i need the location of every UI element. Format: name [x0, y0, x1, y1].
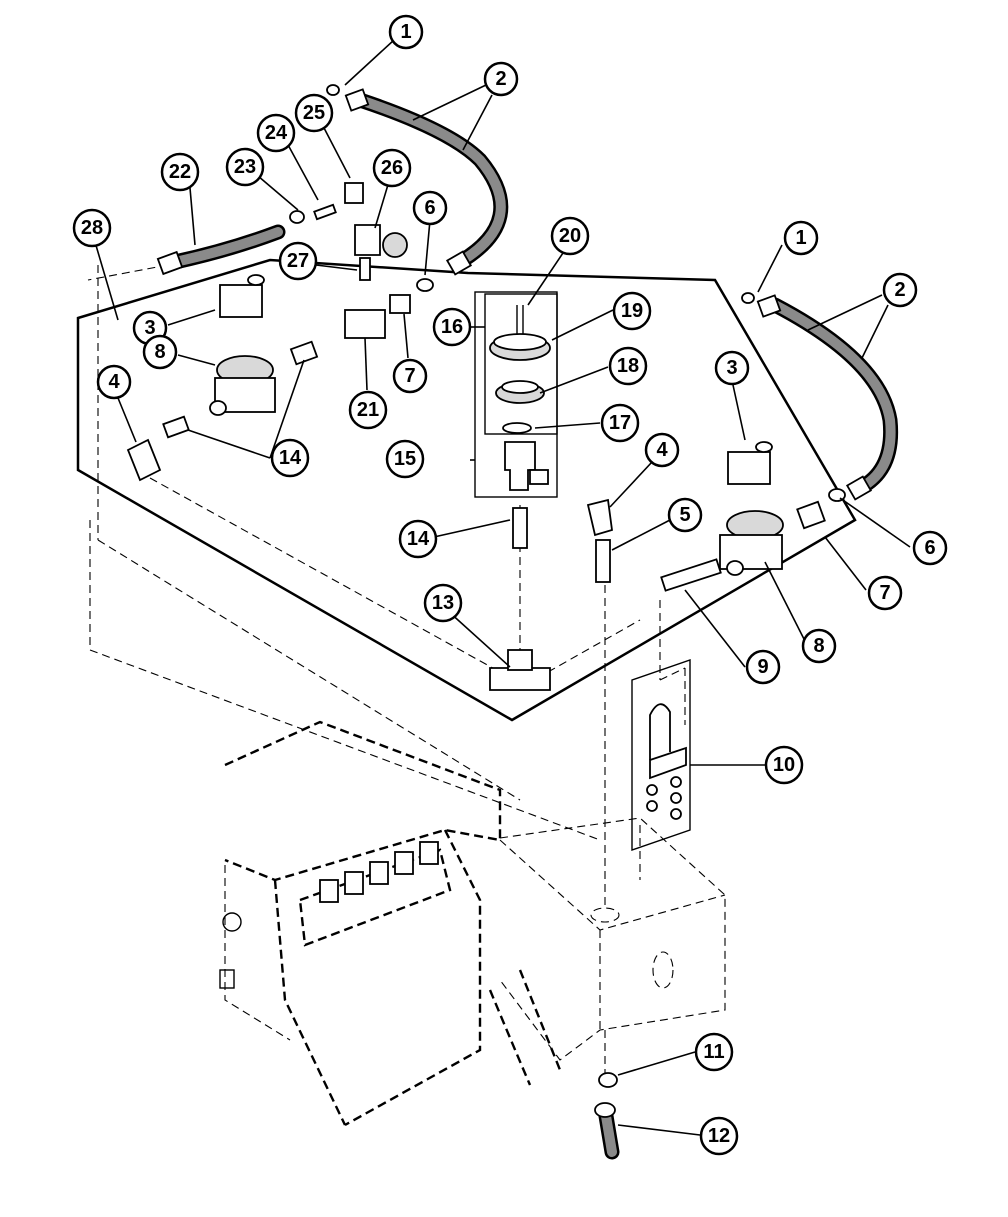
callout-8b-circle [801, 628, 837, 664]
callout-8a: 8 [154, 341, 165, 363]
callout-4b: 4 [656, 439, 668, 461]
callout-5-circle [667, 497, 703, 533]
callout-3b: 3 [726, 357, 737, 379]
valve-parts [489, 305, 551, 491]
callout-15-circle [385, 439, 425, 479]
callout-15: 15 [394, 448, 416, 470]
callout-1a-circle [388, 14, 424, 50]
callout-12-circle [699, 1116, 739, 1156]
callout-9-circle [745, 649, 781, 685]
callout-21: 21 [357, 399, 379, 421]
callout-19: 19 [621, 300, 643, 322]
callout-17-circle [600, 403, 640, 443]
callout-21-circle [348, 390, 388, 430]
callout-26-circle [372, 148, 412, 188]
callout-7b-circle [867, 575, 903, 611]
callout-12: 12 [708, 1125, 730, 1147]
callout-24-circle [256, 113, 296, 153]
callout-25-circle [294, 93, 334, 133]
callout-4a-circle [96, 364, 132, 400]
callout-4a: 4 [108, 371, 120, 393]
callout-18-circle [608, 346, 648, 386]
callout-6b: 6 [924, 537, 935, 559]
callout-7a-circle [392, 358, 428, 394]
callout-9: 9 [757, 656, 768, 678]
callout-2b: 2 [894, 279, 905, 301]
callout-4b-circle [644, 432, 680, 468]
callout-23-circle [225, 147, 265, 187]
callout-1b: 1 [795, 227, 806, 249]
callout-28-circle [72, 208, 112, 248]
callout-1b-circle [783, 220, 819, 256]
callout-11: 11 [703, 1041, 724, 1063]
leader-lines [94, 39, 911, 1136]
callout-8a-circle [142, 334, 178, 370]
callout-14a-circle [270, 438, 310, 478]
projection-lines [87, 264, 686, 1080]
callout-7b: 7 [879, 582, 890, 604]
callout-22: 22 [169, 161, 191, 183]
callout-16: 16 [441, 316, 463, 338]
callout-10: 10 [773, 754, 795, 776]
callout-10-circle [764, 745, 804, 785]
bracket-kit-10 [631, 659, 691, 851]
callout-14b-circle [398, 519, 438, 559]
callout-27-circle [278, 241, 318, 281]
callout-7a: 7 [404, 365, 415, 387]
callout-3b-circle [714, 350, 750, 386]
fittings [126, 84, 873, 1088]
callout-20: 20 [559, 225, 581, 247]
callout-18: 18 [617, 355, 639, 377]
callout-6b-circle [912, 530, 948, 566]
callout-25: 25 [303, 102, 325, 124]
callout-24: 24 [265, 122, 288, 144]
callout-28: 28 [81, 217, 103, 239]
callout-2b-circle [882, 272, 918, 308]
callout-1a: 1 [400, 21, 411, 43]
callout-6a: 6 [424, 197, 435, 219]
callout-2a-circle [483, 61, 519, 97]
valve-assembly-box [470, 291, 558, 498]
callout-8b: 8 [813, 635, 824, 657]
callout-20-circle [550, 216, 590, 256]
callout-13: 13 [432, 592, 454, 614]
callout-14a: 14 [279, 447, 302, 469]
callout-17: 17 [609, 412, 631, 434]
callout-14b: 14 [407, 528, 430, 550]
callout-3a: 3 [144, 317, 155, 339]
callouts: 1 2 22 23 24 25 26 6 28 27 20 1 2 3 16 1… [72, 14, 948, 1156]
callout-27: 27 [287, 250, 309, 272]
callout-11-circle [694, 1032, 734, 1072]
callout-26: 26 [381, 157, 403, 179]
callout-5: 5 [679, 504, 690, 526]
machine-body [219, 720, 726, 1127]
callout-2a: 2 [495, 68, 506, 90]
callout-19-circle [612, 291, 652, 331]
callout-6a-circle [412, 190, 448, 226]
callout-22-circle [160, 152, 200, 192]
solenoid-valves [209, 274, 784, 576]
callout-23: 23 [234, 156, 256, 178]
hoses [167, 92, 899, 1160]
callout-16-circle [432, 307, 472, 347]
callout-13-circle [423, 583, 463, 623]
